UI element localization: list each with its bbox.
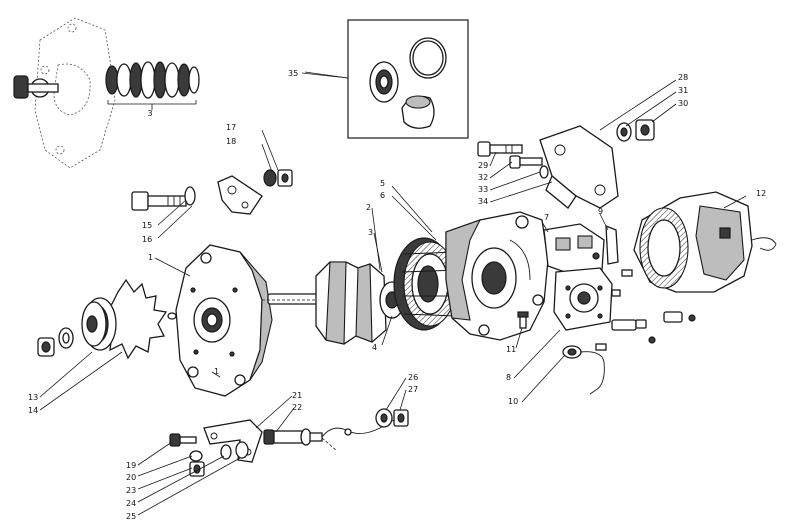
slip-ring-end-housing bbox=[445, 211, 549, 341]
stator-assembly bbox=[393, 237, 459, 331]
callout-32: 32 bbox=[478, 173, 488, 182]
rotor-assembly bbox=[267, 261, 405, 345]
callout-25: 25 bbox=[126, 512, 136, 521]
woodruff-key bbox=[167, 312, 177, 320]
callout-22: 22 bbox=[292, 403, 302, 412]
regulator-plate-8 bbox=[553, 267, 613, 331]
callout-11: 11 bbox=[506, 345, 516, 354]
callout-20: 20 bbox=[126, 473, 136, 482]
callout-24: 24 bbox=[126, 499, 136, 508]
terminal-bolt-21-22 bbox=[263, 428, 323, 446]
callout-labels: 3 35 17 18 15 16 1 1 2 3 4 5 6 11 7 9 8 … bbox=[28, 69, 766, 521]
bearing-kit-inset bbox=[304, 19, 469, 139]
callout-14: 14 bbox=[28, 406, 38, 415]
callout-13: 13 bbox=[28, 393, 38, 402]
bearing-spacer-stack bbox=[105, 61, 200, 110]
callout-30: 30 bbox=[678, 99, 688, 108]
nut-washer-30-31 bbox=[616, 119, 655, 142]
callout-34: 34 bbox=[478, 197, 488, 206]
callout-6: 6 bbox=[380, 191, 385, 200]
callout-7: 7 bbox=[544, 213, 549, 222]
nut-washer-26-27 bbox=[375, 408, 409, 428]
end-housing-ghost-view bbox=[13, 17, 116, 169]
callout-8: 8 bbox=[506, 373, 511, 382]
callout-2: 2 bbox=[366, 203, 371, 212]
fan-pulley-assembly bbox=[37, 278, 168, 360]
callout-12: 12 bbox=[756, 189, 766, 198]
callout-9: 9 bbox=[598, 207, 603, 216]
capacitor-lead-10 bbox=[562, 343, 607, 395]
assembly-axis-lower bbox=[321, 437, 337, 451]
long-bolt-15 bbox=[131, 186, 196, 211]
callout-19: 19 bbox=[126, 461, 136, 470]
screw-11 bbox=[517, 311, 529, 329]
callout-3: 3 bbox=[368, 228, 373, 237]
callout-3-top: 3 bbox=[147, 109, 152, 118]
callout-26: 26 bbox=[408, 373, 418, 382]
callout-10: 10 bbox=[508, 397, 518, 406]
callout-5: 5 bbox=[380, 179, 385, 188]
adjusting-link-19-25 bbox=[169, 419, 263, 477]
callout-33: 33 bbox=[478, 185, 488, 194]
callout-28: 28 bbox=[678, 73, 688, 82]
small-terminal-parts bbox=[611, 269, 696, 344]
callout-23: 23 bbox=[126, 486, 136, 495]
callout-16: 16 bbox=[142, 235, 152, 244]
callout-17: 17 bbox=[226, 123, 236, 132]
callout-1-lower: 1 bbox=[214, 367, 219, 376]
bolts-29-32-33 bbox=[477, 141, 549, 179]
callout-27: 27 bbox=[408, 385, 418, 394]
rectifier-assembly bbox=[543, 223, 619, 277]
callout-31: 31 bbox=[678, 86, 688, 95]
callout-21: 21 bbox=[292, 391, 302, 400]
nut-washer-17-18 bbox=[263, 169, 293, 187]
leader-lines bbox=[39, 72, 747, 516]
rear-cover-12 bbox=[633, 191, 777, 293]
mounting-link-bracket bbox=[217, 175, 263, 215]
callout-18: 18 bbox=[226, 137, 236, 146]
callout-29: 29 bbox=[478, 161, 488, 170]
callout-35: 35 bbox=[288, 69, 298, 78]
callout-1: 1 bbox=[148, 253, 153, 262]
upper-mounting-bracket bbox=[539, 125, 619, 209]
callout-4: 4 bbox=[372, 343, 377, 352]
callout-15: 15 bbox=[142, 221, 152, 230]
drive-end-housing bbox=[175, 244, 273, 397]
